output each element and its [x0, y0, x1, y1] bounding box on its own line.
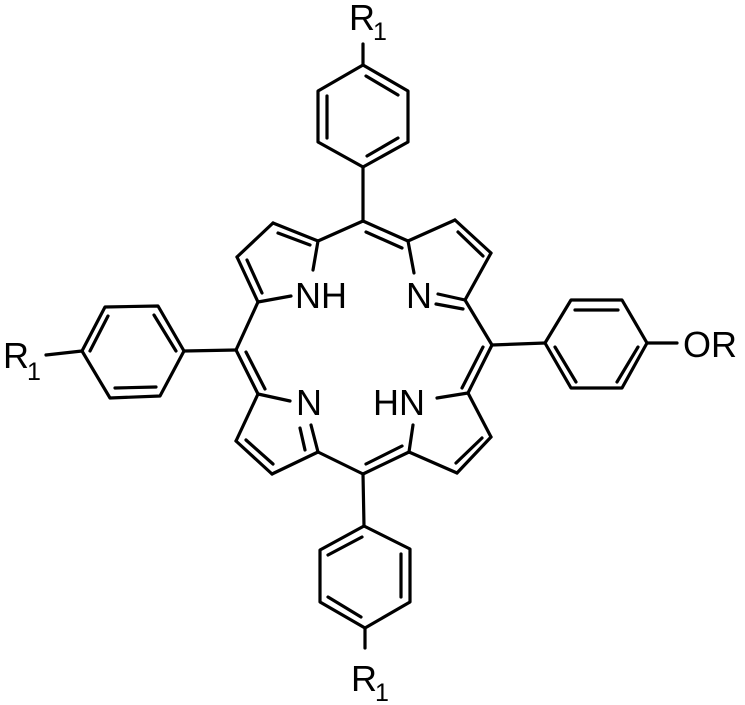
phenyl-top: [316, 42, 410, 223]
substituent-right-or: OR: [683, 324, 737, 365]
substituent-left-r1: R 1: [3, 335, 41, 386]
pyrrole-bottom-left: [234, 392, 320, 476]
hn-label-bottom-right: HN: [373, 382, 425, 423]
n-label-bottom-left: N: [296, 382, 322, 423]
svg-text:OR: OR: [683, 324, 737, 365]
substituent-bottom-r1: R 1: [351, 658, 389, 705]
svg-text:R: R: [351, 658, 377, 699]
phenyl-right: [490, 298, 679, 390]
n-label-top-right: N: [406, 275, 432, 316]
phenyl-left: [44, 304, 238, 400]
phenyl-bottom: [318, 472, 412, 650]
pyrrole-top-left: [235, 221, 320, 304]
meso-bridges: [234, 219, 494, 476]
nh-label-top-left: NH: [295, 275, 347, 316]
svg-text:1: 1: [373, 18, 387, 46]
substituent-top-r1: R 1: [349, 0, 387, 46]
svg-text:R: R: [349, 0, 375, 38]
porphyrin-core: NH N N HN: [234, 218, 494, 476]
pyrrole-bottom-right: [407, 391, 493, 475]
svg-text:1: 1: [375, 679, 389, 705]
svg-text:1: 1: [27, 358, 41, 386]
svg-text:R: R: [3, 335, 29, 376]
pyrrole-top-right: [406, 218, 493, 311]
